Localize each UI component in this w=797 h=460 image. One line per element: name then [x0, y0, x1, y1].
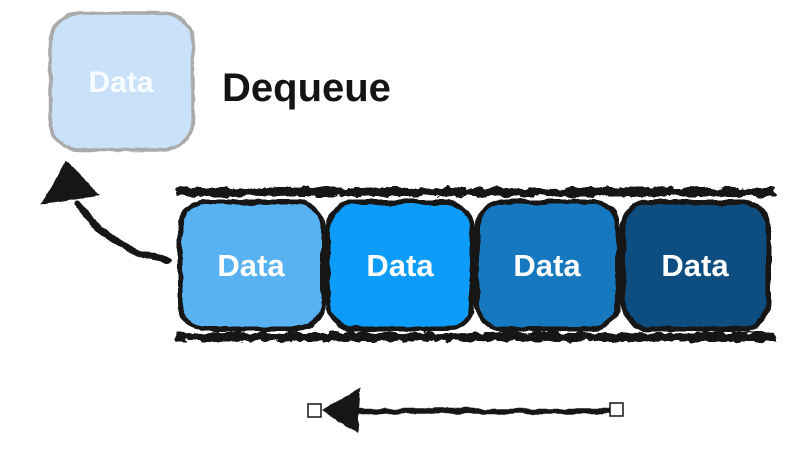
dequeue-arrow-shaft	[74, 200, 172, 264]
queue-item: Data	[177, 199, 326, 332]
queue-item-box	[474, 199, 621, 332]
queue-item-label: Data	[513, 248, 581, 283]
direction-arrow	[307, 388, 624, 434]
arrow-endpoint-handle	[307, 403, 322, 418]
dequeued-item: Data	[48, 11, 195, 152]
arrow-endpoint-handle	[609, 402, 624, 417]
diagram-title: Dequeue	[222, 66, 391, 110]
queue-item-box	[177, 199, 326, 332]
queue-item: Data	[620, 199, 771, 332]
dequeue-arrowhead	[41, 161, 100, 205]
dequeued-item-box	[48, 11, 195, 152]
dequeued-item-label: Data	[88, 66, 153, 99]
queue-item-label: Data	[366, 248, 434, 283]
queue-item: Data	[474, 199, 621, 332]
queue-item-box	[325, 199, 475, 332]
dequeue-arrow	[41, 161, 172, 264]
direction-arrowhead	[322, 388, 360, 434]
queue-track	[176, 187, 776, 342]
queue: Data Data Data Data	[177, 199, 771, 332]
queue-item-label: Data	[661, 248, 729, 283]
queue-item-box	[620, 199, 771, 332]
queue-item: Data	[325, 199, 475, 332]
queue-item-label: Data	[217, 248, 285, 283]
